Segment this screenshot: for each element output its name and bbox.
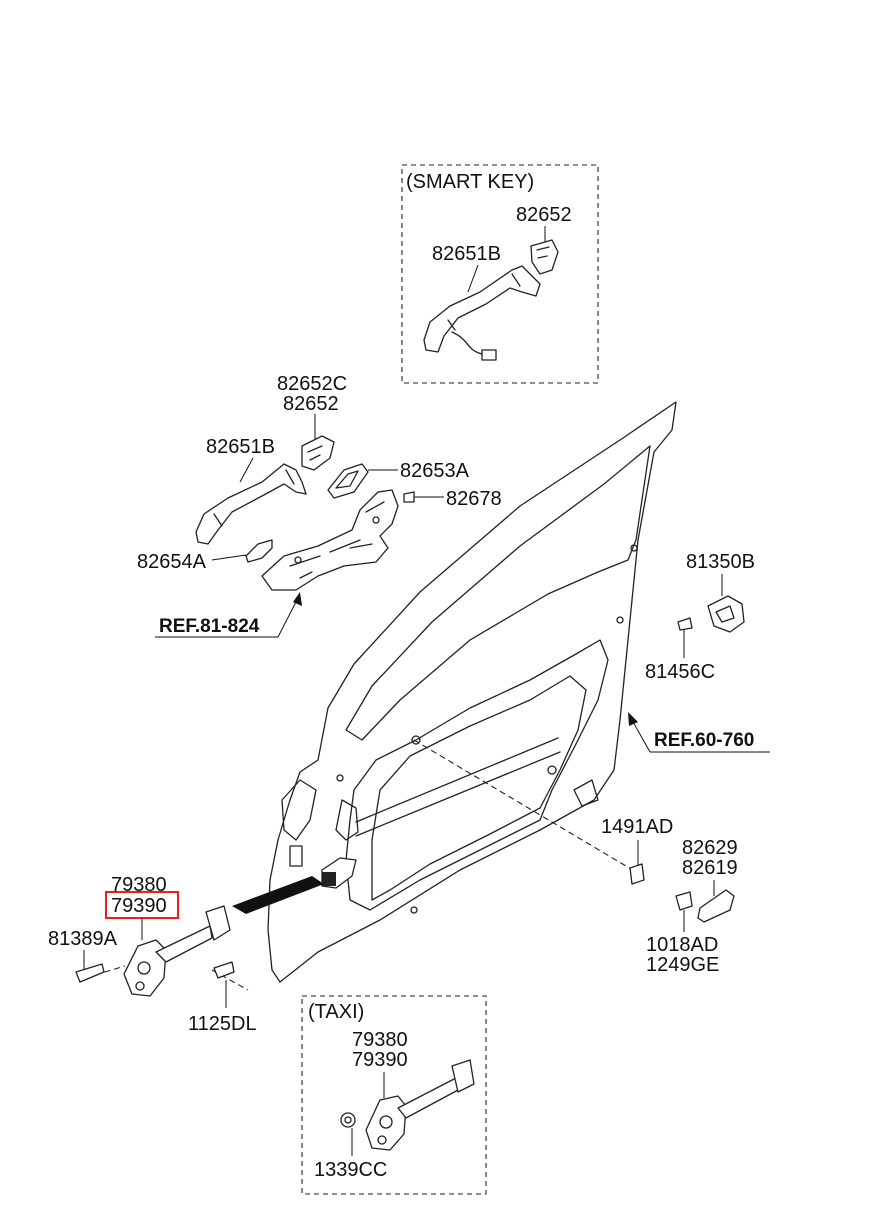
label-1249GE: 1249GE	[646, 954, 719, 976]
washer-1339CC-hole	[344, 1116, 352, 1124]
door-hinge-area	[281, 779, 317, 841]
label-81389A: 81389A	[48, 928, 118, 950]
door-checker-group: 79380 79390 81389A 1125DL	[48, 874, 257, 1035]
checker-body-part	[123, 939, 167, 997]
screw-82678-part	[403, 491, 415, 503]
handle-cap-part	[301, 435, 335, 471]
ref-arrow-head	[628, 712, 638, 726]
door-hole	[547, 765, 557, 775]
door-panel	[94, 401, 677, 991]
label-1491AD: 1491AD	[601, 816, 673, 838]
door-inner-panel	[371, 675, 587, 901]
handle-detail	[213, 469, 295, 527]
door-impact-beam	[355, 737, 561, 837]
striker-detail	[715, 605, 735, 623]
label-79380: 79380	[111, 874, 167, 896]
ref-81-824: REF.81-824	[159, 616, 260, 637]
gasket-front-inner	[335, 470, 359, 489]
door-dashed-line	[413, 739, 637, 873]
label-1125DL: 1125DL	[188, 1013, 257, 1035]
bolt-81389A-part	[75, 963, 105, 983]
smart-key-handle-part	[423, 265, 541, 353]
smart-key-connector	[481, 349, 497, 361]
taxi-checker-hole	[379, 1115, 393, 1129]
checker-arm-part	[155, 925, 213, 963]
bracket-hole	[294, 556, 302, 564]
door-hole	[336, 774, 344, 782]
striker-part	[707, 595, 745, 633]
label-82652: 82652	[283, 393, 339, 415]
ref-arrow-head	[293, 592, 302, 606]
taxi-checker-arm-part	[397, 1077, 459, 1119]
checker-body-hole	[137, 961, 151, 975]
callout-wedge	[232, 876, 324, 914]
label-82653A: 82653A	[400, 460, 470, 482]
smart-key-cap-detail	[536, 246, 550, 259]
taxi-checker-hole	[377, 1135, 387, 1145]
bolt-dashed-line	[211, 969, 249, 991]
label-82654A: 82654A	[137, 551, 207, 573]
checker-arm-end	[205, 905, 231, 941]
leader-line	[211, 554, 247, 561]
outside-handle-group: 82652C 82652 82651B 82653A 82678 82654A …	[137, 373, 502, 638]
clip-1491AD-part	[629, 863, 645, 885]
bracket-hole	[372, 516, 380, 524]
label-82651B: 82651B	[206, 436, 275, 458]
ref-60-760: REF.60-760	[654, 730, 754, 751]
label-82629: 82629	[682, 837, 738, 859]
trim-82629-part	[697, 889, 735, 923]
handle-bracket-detail	[289, 501, 385, 579]
door-hole	[630, 544, 638, 552]
label-1018AD: 1018AD	[646, 934, 718, 956]
label-taxi-79380: 79380	[352, 1029, 408, 1051]
label-taxi-1339CC: 1339CC	[314, 1159, 387, 1181]
label-81456C: 81456C	[645, 661, 715, 683]
checker-body-hole	[135, 981, 145, 991]
label-82619: 82619	[682, 857, 738, 879]
ref-arrow-line	[631, 719, 651, 753]
label-smart-key-82652: 82652	[516, 204, 572, 226]
bolt-1125DL-part	[213, 961, 235, 979]
taxi-checker-body-part	[365, 1095, 407, 1151]
smart-key-handle-detail	[447, 273, 521, 331]
label-81350B: 81350B	[686, 551, 755, 573]
door-hole	[410, 906, 418, 914]
label-taxi-79390: 79390	[352, 1049, 408, 1071]
taxi-checker-arm-end	[451, 1059, 475, 1093]
screw-81456C-part	[677, 617, 693, 631]
taxi-box	[301, 995, 487, 1195]
door-latch-area	[573, 779, 599, 807]
gasket-rear-part	[245, 539, 273, 563]
handle-bracket-part	[261, 489, 399, 591]
smart-key-inset: (SMART KEY) 82652 82651B	[401, 164, 599, 384]
label-82678: 82678	[446, 488, 502, 510]
label-smart-key-82651B: 82651B	[432, 243, 501, 265]
handle-part	[195, 463, 307, 545]
gasket-front-part	[327, 463, 369, 499]
ref-arrow-line	[277, 597, 299, 638]
handle-cap-detail	[307, 445, 323, 461]
leader-line	[467, 264, 479, 293]
label-82652C: 82652C	[277, 373, 347, 395]
right-side-parts: 81350B 81456C REF.60-760 1491AD 82629 82…	[601, 551, 770, 976]
door-hole	[616, 616, 624, 624]
taxi-inset: (TAXI) 79380 79390 1339CC	[301, 995, 487, 1195]
washer-1339CC-part	[340, 1112, 356, 1128]
label-79390: 79390	[111, 895, 167, 917]
leader-line	[239, 457, 254, 483]
screw-1018AD-part	[675, 891, 693, 911]
taxi-title: (TAXI)	[308, 1001, 364, 1023]
door-hole	[411, 735, 421, 745]
door-inner-opening	[345, 639, 609, 911]
smart-key-title: (SMART KEY)	[406, 171, 534, 193]
checker-mount-fill	[322, 872, 336, 886]
door-hinge-slot	[289, 845, 303, 867]
door-lower-hole	[335, 799, 359, 841]
